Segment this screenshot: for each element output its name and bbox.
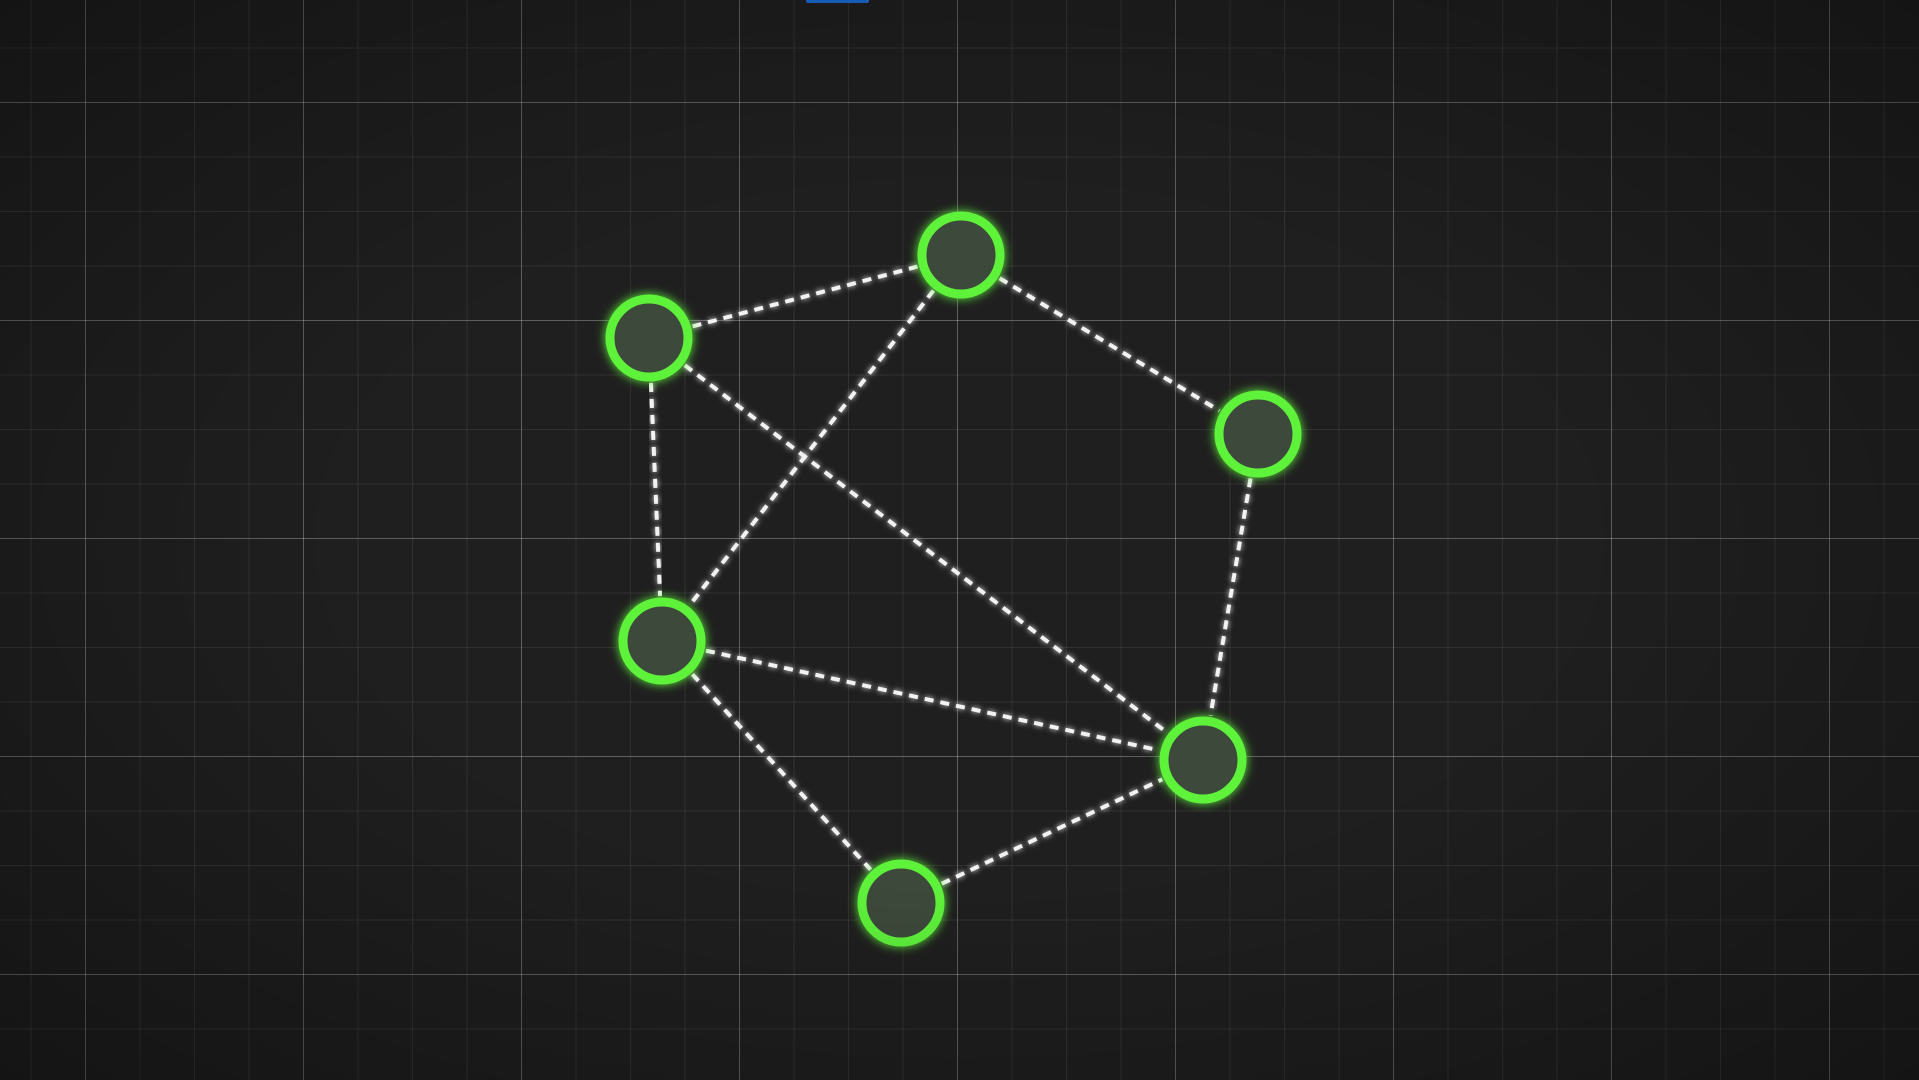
edge-F-E [940,777,1164,886]
nodes-layer [605,211,1302,947]
edge-B-D [648,382,663,597]
graph-node-F[interactable] [857,859,945,947]
top-indicator-tab[interactable] [806,0,869,3]
edges-layer [648,264,1253,886]
edge-D-F [690,672,873,872]
graph-node-B[interactable] [605,294,693,382]
edge-A-C [998,276,1221,413]
edge-A-D [687,289,936,607]
edge-D-E [705,648,1160,753]
graph-node-C[interactable] [1214,390,1302,478]
edge-C-E [1208,478,1253,716]
edge-B-A [691,264,919,329]
graph-node-A[interactable] [917,211,1005,299]
edge-B-E [683,363,1169,735]
graph-node-E[interactable] [1159,716,1247,804]
graph-node-D[interactable] [618,597,706,685]
